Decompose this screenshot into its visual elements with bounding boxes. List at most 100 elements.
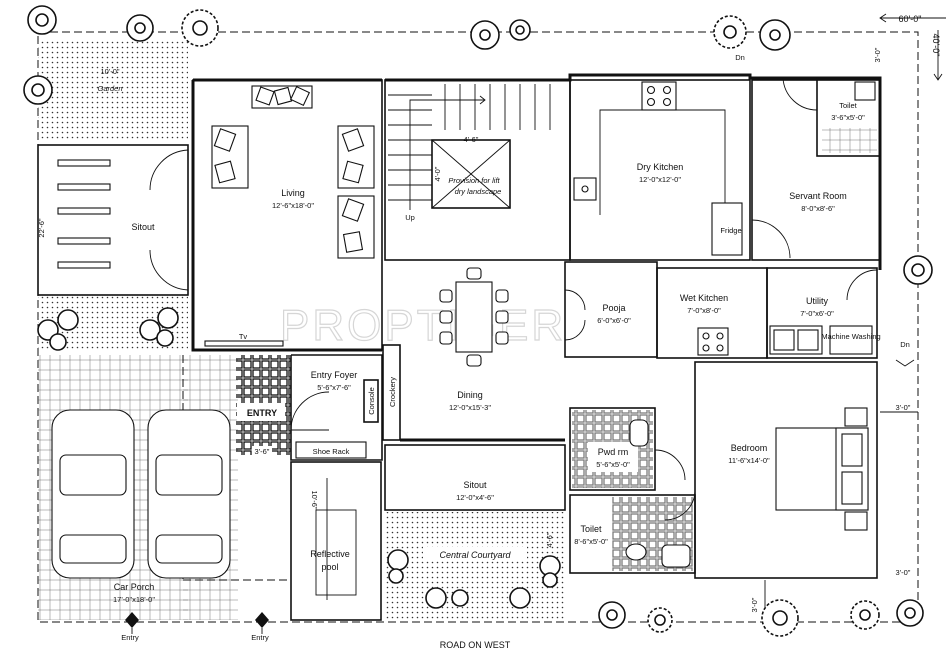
bedroom-label: Bedroom [731,443,768,453]
utility-size: 7'-0"x6'-0" [800,309,834,318]
road-label: ROAD ON WEST [440,640,511,650]
entry-foyer-label: Entry Foyer [311,370,358,380]
living-label: Living [281,188,305,198]
wet-kitchen-size: 7'-0"x8'-0" [687,306,721,315]
dining-table [439,267,509,367]
sitout-left-area [37,144,189,296]
sitout-steps [57,159,111,269]
entry-marker-2 [255,612,269,634]
console-label: Console [367,387,376,415]
courtyard-side-dim: 4'-6" [545,532,554,547]
toilet-bottom-size: 8'-6"x5'-0" [574,537,608,546]
foyer-door-arc [290,391,330,431]
toilet-top-label: Toilet [839,101,857,110]
setback-top-right: 3'-0" [873,47,882,62]
tv-unit [204,340,284,347]
entry-width: 3'-6" [255,447,270,456]
entry-label-2: Entry [251,633,269,642]
up-marker: Up [405,213,415,222]
reflective-pool [315,509,357,596]
tv-label: Tv [239,332,248,341]
tree-icons [23,5,933,637]
console-unit [363,379,379,423]
overall-width: 60'-0" [899,14,922,24]
lift-height: 4'-0" [433,166,442,181]
car-2 [147,409,231,579]
toilet-bottom-label: Toilet [580,524,602,534]
wet-kitchen-label: Wet Kitchen [680,293,728,303]
pwd-size: 5'-6"x5'-0" [596,460,630,469]
watermark: PROPTIGER [280,301,566,350]
lift-label-1: Provision for lift [448,176,500,185]
sofa-left [211,125,249,189]
toilet-top-size: 3'-6"x5'-0" [831,113,865,122]
lift-provision [431,139,511,209]
courtyard-area [385,512,565,620]
sitout-center-size: 12'-0"x4'-6" [456,493,494,502]
entry-marker-1 [125,612,139,634]
sitout-left-dim: 22'-6" [37,218,46,237]
sitout-door-arc-1 [149,149,189,191]
garden-size: 10'-0" [100,67,119,76]
machine-label: Machine Washing [821,332,880,341]
entry-label-1: Entry [121,633,139,642]
shoe-rack-label: Shoe Rack [313,447,350,456]
setback-right-top: 3'-0" [896,403,911,412]
dry-kitchen [569,79,751,261]
sofa-right [337,125,375,259]
living-room [192,79,383,351]
bedroom-size: 11'-6"x14'-0" [728,456,770,465]
bed [775,407,869,531]
servant-room-label: Servant Room [789,191,847,201]
utility-label: Utility [806,296,828,306]
pooja-size: 6'-0"x6'-0" [597,316,631,325]
servant-room-size: 8'-0"x8'-6" [801,204,835,213]
hob [641,81,677,111]
sitout-left-label: Sitout [131,222,155,232]
dry-kitchen-size: 12'-0"x12'-0" [639,175,681,184]
crockery-label: Crockery [388,377,397,407]
overall-depth: 40'-0" [931,34,941,57]
wall-north [385,73,882,270]
pool-label-1: Reflective [310,549,350,559]
servant-room [751,79,881,261]
pool-label-2: pool [321,562,338,572]
bedroom [694,361,878,579]
shoe-rack [295,441,367,459]
car-porch-label: Car Porch [114,582,155,592]
staircase [388,84,551,210]
sitout-center [384,444,566,511]
pwd-room [569,407,656,491]
living-size: 12'-6"x18'-0" [272,201,314,210]
garden-area [38,40,188,140]
fridge [711,202,743,256]
pool-dim: 10'-6" [310,490,319,509]
lift-width: 4'-6" [464,135,479,144]
pooja-label: Pooja [602,303,625,313]
car-porch-size: 17'-0"x18'-0" [113,595,155,604]
entry-label: ENTRY [247,408,277,418]
dining-size: 12'-0"x15'-3" [449,403,491,412]
pool-enclosure [290,461,382,621]
toilet-top [816,77,881,157]
hob-wet [697,327,729,356]
dn-marker-top: Dn [735,53,745,62]
crockery-unit [382,344,401,441]
dn-marker-right: Dn [900,340,910,349]
car-1 [51,409,135,579]
sitout-door-arc-2 [149,249,189,291]
sofa-top [251,85,313,109]
fridge-label: Fridge [720,226,741,235]
washing-machine [829,325,873,355]
sitout-center-label: Sitout [463,480,487,490]
entry-foyer-size: 5'-6"x7'-6" [317,383,351,392]
utility [766,267,878,359]
pwd-label: Pwd rm [598,447,629,457]
setback-bottom: 3'-0" [750,597,759,612]
dry-kitchen-label: Dry Kitchen [637,162,684,172]
servant-door-arc [782,77,818,111]
setback-right-bottom: 3'-0" [896,568,911,577]
garden-label: Garden [97,84,122,93]
courtyard-label: Central Courtyard [439,550,511,560]
